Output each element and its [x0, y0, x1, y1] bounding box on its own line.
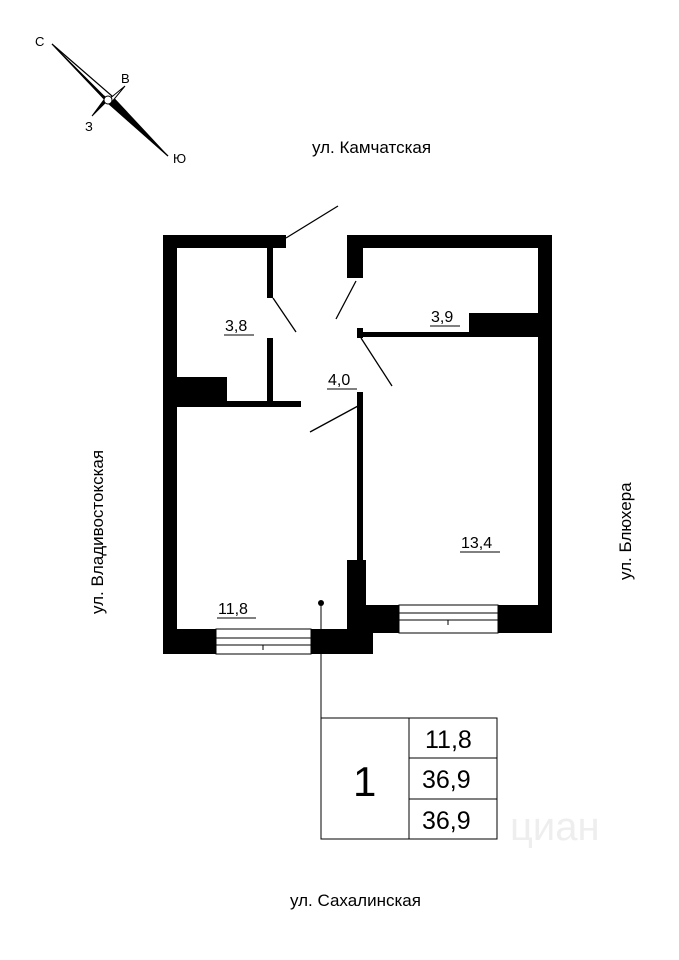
living-area-value: 11,8 [425, 726, 472, 754]
compass-south-label: Ю [173, 151, 186, 166]
compass-north-label: С [35, 34, 44, 49]
room-area-living-room: 11,8 [218, 601, 248, 618]
room-area-bathroom: 3,8 [225, 318, 247, 335]
compass-east-label: В [121, 71, 130, 86]
compass-rose-icon: С В З Ю [35, 34, 186, 166]
leader-line [318, 600, 324, 718]
walls [163, 235, 552, 654]
street-label-top: ул. Камчатская [312, 138, 431, 157]
street-label-bottom: ул. Сахалинская [290, 891, 421, 910]
apartment-info-table [320, 717, 498, 840]
rooms-count: 1 [353, 758, 376, 805]
window-living-room [215, 628, 312, 655]
total-area-value-2: 36,9 [422, 807, 471, 835]
street-label-right: ул. Блюхера [616, 482, 635, 580]
room-area-hall: 4,0 [328, 372, 350, 389]
total-area-value: 36,9 [422, 766, 471, 794]
window-bedroom [398, 604, 499, 634]
door-swings [272, 205, 393, 433]
street-label-left: ул. Владивостокская [88, 450, 107, 614]
watermark: циан [510, 805, 600, 849]
room-area-kitchen: 3,9 [431, 309, 453, 326]
compass-west-label: З [85, 119, 93, 134]
room-area-bedroom: 13,4 [461, 535, 492, 552]
interior-walls [177, 248, 538, 562]
